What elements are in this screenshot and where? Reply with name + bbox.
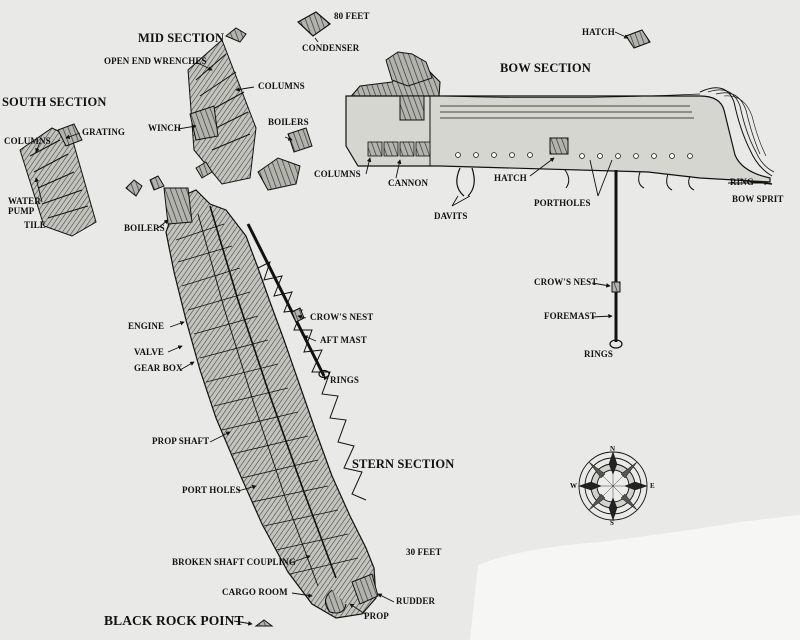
label-cannon: CANNON	[388, 178, 429, 188]
label-columns-south: COLUMNS	[4, 136, 51, 146]
label-open-end-wrenches: OPEN END WRENCHES	[104, 56, 207, 66]
title-mid-section: MID SECTION	[138, 31, 225, 45]
compass-letter-s: S	[610, 519, 614, 527]
compass-letter-w: W	[570, 482, 578, 490]
label-hatch-top: HATCH	[582, 27, 615, 37]
label-rings-bow: RINGS	[584, 349, 614, 359]
label-80-feet: 80 FEET	[334, 11, 370, 21]
mid-section-drawing	[187, 27, 313, 191]
compass-letter-n: N	[610, 445, 616, 453]
title-bow-section: BOW SECTION	[500, 61, 591, 75]
hatch-top-drawing	[625, 29, 651, 49]
label-columns-bow: COLUMNS	[314, 169, 361, 179]
label-crows-nest-bow: CROW'S NEST	[534, 277, 598, 287]
label-boilers-mid: BOILERS	[268, 117, 309, 127]
label-rings-stern: RINGS	[330, 375, 360, 385]
label-30-feet: 30 FEET	[406, 547, 442, 557]
label-water: WATER	[8, 196, 41, 206]
label-condenser: CONDENSER	[302, 43, 360, 53]
label-davits: DAVITS	[434, 211, 468, 221]
label-prop-shaft: PROP SHAFT	[152, 436, 210, 446]
label-foremast: FOREMAST	[544, 311, 596, 321]
label-valve: VALVE	[134, 347, 165, 357]
label-bow-sprit: BOW SPRIT	[732, 194, 784, 204]
label-prop: PROP	[364, 611, 389, 621]
label-port-holes: PORT HOLES	[182, 485, 241, 495]
label-rudder: RUDDER	[396, 596, 436, 606]
label-broken-shaft-coupling: BROKEN SHAFT COUPLING	[172, 557, 296, 567]
label-ring: RING	[730, 177, 754, 187]
paper-glare	[470, 515, 800, 640]
label-pump: PUMP	[8, 206, 35, 216]
label-hatch-bow: HATCH	[494, 173, 527, 183]
label-aft-mast: AFT MAST	[320, 335, 367, 345]
compass-rose-icon	[578, 451, 648, 521]
stern-section-drawing	[163, 187, 379, 619]
label-engine: ENGINE	[128, 321, 165, 331]
label-grating: GRATING	[82, 127, 126, 137]
label-gear-box: GEAR BOX	[134, 363, 183, 373]
label-tile: TILE	[24, 220, 46, 230]
label-cargo-room: CARGO ROOM	[222, 587, 288, 597]
label-winch: WINCH	[148, 123, 182, 133]
label-boilers-stern: BOILERS	[124, 223, 165, 233]
label-portholes: PORTHOLES	[534, 198, 591, 208]
condenser-drawing	[296, 11, 331, 37]
title-black-rock-point: BLACK ROCK POINT	[104, 613, 244, 628]
south-section-drawing	[19, 123, 165, 237]
cannon-row	[367, 141, 431, 157]
title-stern-section: STERN SECTION	[352, 457, 455, 471]
black-rock-mark	[254, 619, 274, 627]
compass-letter-e: E	[650, 482, 655, 490]
bow-section-drawing	[345, 51, 775, 349]
label-columns-mid: COLUMNS	[258, 81, 305, 91]
label-crows-nest-stern: CROW'S NEST	[310, 312, 374, 322]
title-south-section: SOUTH SECTION	[2, 95, 107, 109]
leader-lines	[34, 31, 769, 626]
portholes	[455, 152, 693, 159]
